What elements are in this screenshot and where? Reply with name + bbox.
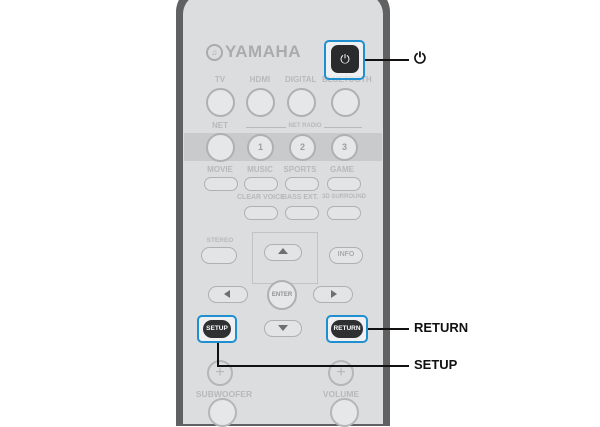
subwoofer-label: SUBWOOFER: [195, 389, 253, 399]
cursor-down-button[interactable]: [264, 320, 302, 337]
bluetooth-button[interactable]: [331, 88, 360, 117]
volume-plus-button[interactable]: +: [328, 360, 354, 386]
info-button[interactable]: INFO: [329, 247, 363, 264]
net-button[interactable]: [206, 133, 235, 162]
arrow-left-icon: [224, 290, 230, 298]
net-radio-label: NET RADIO: [288, 123, 322, 129]
subwoofer-minus-button[interactable]: [208, 398, 237, 427]
return-leader-line: [368, 328, 409, 330]
game-label: GAME: [330, 165, 354, 174]
preset-2-button[interactable]: 2: [289, 134, 316, 161]
volume-label: VOLUME: [322, 389, 360, 399]
3d-surround-label: 3D SURROUND: [322, 194, 367, 200]
setup-leader-horizontal: [217, 365, 409, 367]
movie-button[interactable]: [204, 177, 238, 191]
setup-button[interactable]: SETUP: [203, 320, 231, 338]
tv-label: TV: [214, 75, 226, 84]
net-label: NET: [212, 121, 228, 130]
power-button[interactable]: ⏻: [331, 45, 359, 73]
arrow-down-icon: [278, 325, 288, 331]
tv-button[interactable]: [206, 88, 235, 117]
cursor-up-button[interactable]: [264, 244, 302, 261]
return-callout: RETURN: [414, 320, 469, 335]
digital-button[interactable]: [287, 88, 316, 117]
subwoofer-plus-button[interactable]: +: [207, 360, 233, 386]
power-callout-icon: ⏻: [414, 50, 426, 67]
music-button[interactable]: [244, 177, 278, 191]
preset-3-button[interactable]: 3: [331, 134, 358, 161]
yamaha-emblem-icon: ♫: [206, 44, 223, 62]
arrow-up-icon: [278, 248, 288, 254]
preset-1-button[interactable]: 1: [247, 134, 274, 161]
bass-ext-label: BASS EXT.: [282, 194, 319, 201]
volume-minus-button[interactable]: [330, 398, 359, 427]
cursor-right-button[interactable]: [313, 286, 353, 303]
movie-label: MOVIE: [207, 165, 233, 174]
setup-callout: SETUP: [414, 357, 458, 372]
stereo-label: STEREO: [206, 237, 234, 244]
clear-voice-button[interactable]: [244, 206, 278, 220]
brand-logo: ♫YAMAHA: [206, 42, 301, 62]
setup-leader-vertical: [217, 343, 219, 366]
digital-label: DIGITAL: [285, 75, 317, 84]
power-icon: ⏻: [340, 52, 350, 66]
power-leader-line: [365, 59, 409, 61]
hdmi-label: HDMI: [249, 75, 271, 84]
clear-voice-label: CLEAR VOICE: [237, 194, 285, 201]
bass-ext-button[interactable]: [285, 206, 319, 220]
enter-button[interactable]: ENTER: [267, 280, 297, 310]
sports-button[interactable]: [285, 177, 319, 191]
net-radio-line-left: [246, 127, 286, 128]
hdmi-button[interactable]: [246, 88, 275, 117]
game-button[interactable]: [327, 177, 361, 191]
music-label: MUSIC: [247, 165, 273, 174]
stereo-button[interactable]: [201, 247, 237, 264]
return-button[interactable]: RETURN: [331, 320, 363, 338]
cursor-left-button[interactable]: [208, 286, 248, 303]
3d-surround-button[interactable]: [327, 206, 361, 220]
net-radio-line-right: [324, 127, 362, 128]
arrow-right-icon: [331, 290, 337, 298]
sports-label: SPORTS: [283, 165, 317, 174]
